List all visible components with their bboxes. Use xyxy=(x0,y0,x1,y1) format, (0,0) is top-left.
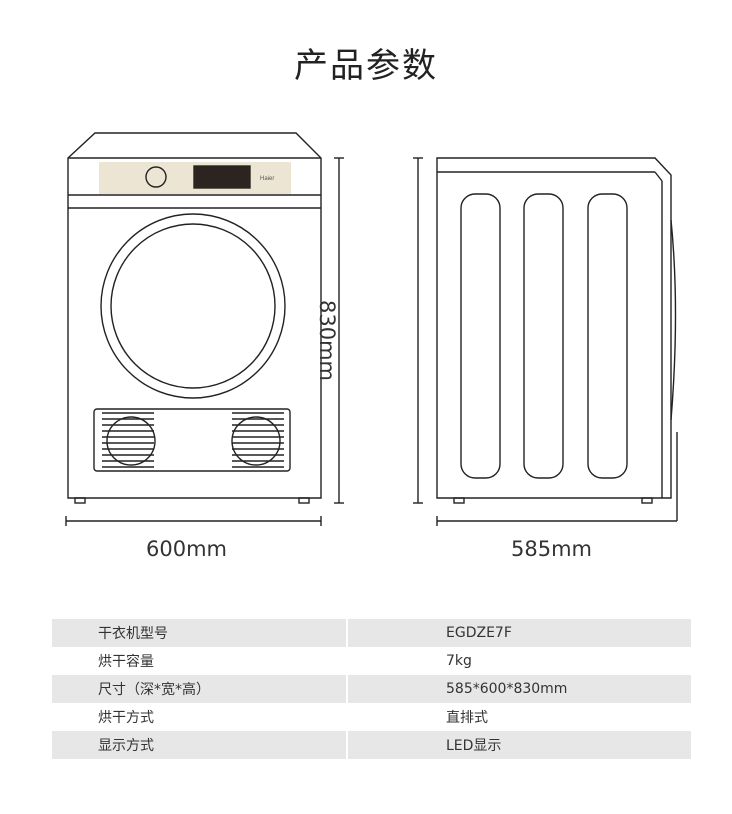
height-label: 830mm xyxy=(315,300,339,381)
spec-row: 尺寸（深*宽*高） 585*600*830mm xyxy=(52,675,691,703)
spec-value: 7kg xyxy=(446,653,472,669)
vent-right xyxy=(231,412,284,468)
front-view: Haier xyxy=(67,132,322,504)
side-view xyxy=(413,157,677,504)
spec-label: 烘干容量 xyxy=(98,654,154,670)
foot-right xyxy=(298,497,310,504)
spec-value: EGDZE7F xyxy=(348,619,691,647)
spec-value: 直排式 xyxy=(446,710,488,726)
control-knob-icon xyxy=(145,166,167,188)
display-screen xyxy=(193,165,251,189)
spec-row: 干衣机型号 EGDZE7F xyxy=(52,619,691,647)
door-outer xyxy=(100,213,286,399)
spec-label: 尺寸（深*宽*高） xyxy=(52,675,346,703)
filter-panel xyxy=(93,408,291,472)
spec-label: 显示方式 xyxy=(52,731,346,759)
spec-row: 显示方式 LED显示 xyxy=(52,731,691,759)
spec-label: 烘干方式 xyxy=(98,710,154,726)
side-panel-left xyxy=(460,193,501,479)
side-panel-middle xyxy=(523,193,564,479)
front-width-label: 600mm xyxy=(146,537,227,561)
brand-logo: Haier xyxy=(260,176,274,182)
height-dimension-line xyxy=(334,157,344,504)
side-depth-label: 585mm xyxy=(511,537,592,561)
side-foot-left xyxy=(453,497,465,504)
spec-table: 干衣机型号 EGDZE7F 烘干容量 7kg 尺寸（深*宽*高） 585*600… xyxy=(52,619,691,759)
side-foot-right xyxy=(641,497,653,504)
page-title: 产品参数 xyxy=(294,46,438,86)
spec-row: 烘干容量 7kg xyxy=(52,647,691,675)
vent-left xyxy=(102,412,156,468)
door-inner xyxy=(110,223,276,389)
spec-row: 烘干方式 直排式 xyxy=(52,703,691,731)
front-width-dimension-line xyxy=(65,516,322,526)
spec-value: 585*600*830mm xyxy=(348,675,691,703)
foot-left xyxy=(74,497,86,504)
side-depth-dimension-line xyxy=(436,432,678,526)
spec-value: LED显示 xyxy=(348,731,691,759)
side-panel-right xyxy=(587,193,628,479)
spec-label: 干衣机型号 xyxy=(52,619,346,647)
